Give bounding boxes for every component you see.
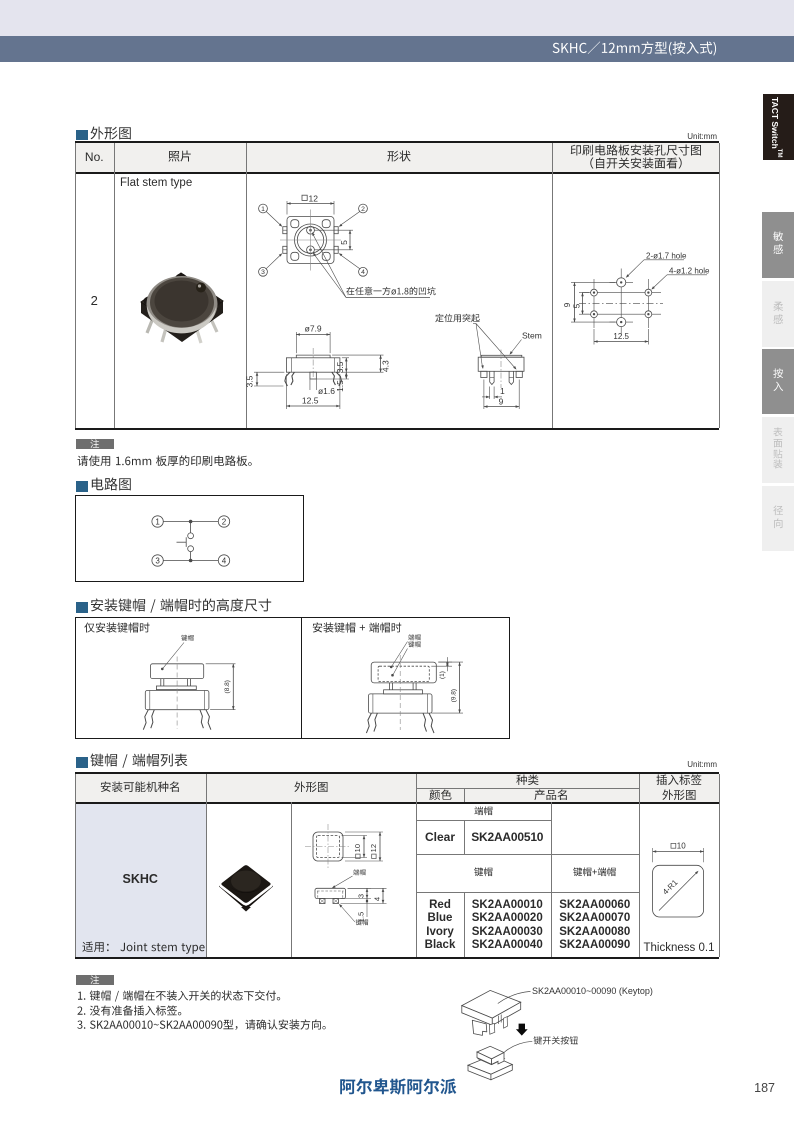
svg-text:12: 12 (309, 193, 319, 203)
svg-text:3: 3 (261, 269, 265, 276)
svg-text:1: 1 (261, 205, 265, 212)
svg-text:2-ø1.7 hole: 2-ø1.7 hole (646, 251, 687, 260)
svg-text:12.5: 12.5 (302, 395, 319, 405)
svg-text:(1): (1) (439, 671, 446, 679)
svg-text:3.5: 3.5 (245, 375, 255, 387)
svg-text:(9.8): (9.8) (450, 689, 457, 702)
svg-text:9: 9 (563, 302, 572, 307)
svg-text:ø7.9: ø7.9 (305, 323, 322, 333)
svg-text:5: 5 (339, 239, 349, 244)
svg-text:4-ø1.2 hole: 4-ø1.2 hole (669, 266, 710, 275)
svg-text:1: 1 (500, 386, 505, 396)
svg-text:(8.8): (8.8) (224, 680, 231, 693)
svg-text:10: 10 (353, 844, 362, 852)
svg-text:12.5: 12.5 (613, 332, 629, 341)
svg-text:4: 4 (373, 897, 382, 901)
svg-text:SK2AA00010~00090 (Keytop): SK2AA00010~00090 (Keytop) (532, 986, 653, 996)
svg-text:4: 4 (222, 557, 227, 566)
svg-text:5: 5 (573, 303, 582, 308)
svg-text:ø1.6: ø1.6 (318, 386, 335, 396)
svg-text:3: 3 (357, 894, 366, 898)
svg-text:10: 10 (677, 841, 686, 850)
svg-text:Stem: Stem (522, 330, 542, 340)
svg-text:4.3: 4.3 (381, 359, 391, 371)
svg-text:9: 9 (499, 396, 504, 406)
svg-text:2: 2 (361, 205, 365, 212)
svg-text:12: 12 (369, 844, 378, 852)
svg-text:2: 2 (222, 518, 227, 527)
svg-text:4-R1: 4-R1 (661, 878, 680, 897)
svg-text:4: 4 (361, 269, 365, 276)
svg-text:3: 3 (155, 557, 160, 566)
svg-text:1.5: 1.5 (357, 912, 366, 922)
svg-text:3.5: 3.5 (335, 361, 345, 373)
svg-text:1: 1 (155, 518, 160, 527)
